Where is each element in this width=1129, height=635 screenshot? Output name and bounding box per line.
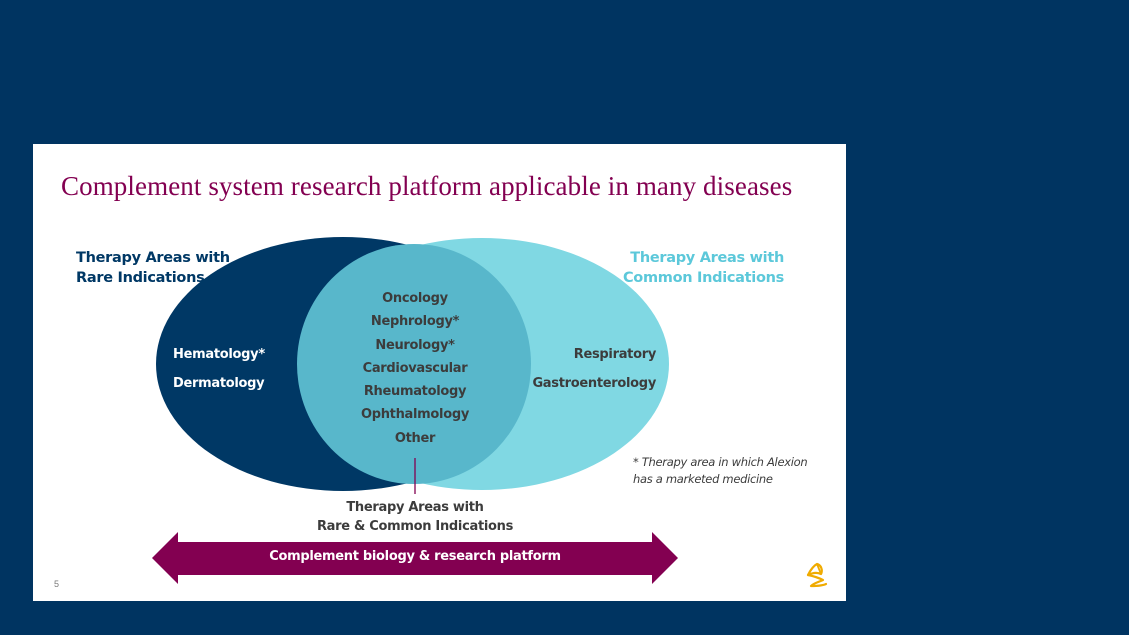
common-indications-heading: Therapy Areas with Common Indications: [623, 248, 784, 288]
venn-diagram: [152, 237, 678, 584]
caption-line: Rare & Common Indications: [316, 519, 514, 534]
shared-indications-caption: Therapy Areas with Rare & Common Indicat…: [315, 498, 515, 536]
therapy-item: Neurology*: [375, 337, 455, 353]
therapy-item: Nephrology*: [370, 314, 460, 330]
shared-therapy-list: Oncology Nephrology* Neurology* Cardiova…: [335, 287, 495, 450]
rare-therapy-list: Hematology* Dermatology: [173, 340, 265, 398]
footnote-line: * Therapy area in which Alexion: [633, 455, 808, 469]
therapy-item: Rheumatology: [363, 384, 467, 400]
therapy-item: Hematology*: [173, 347, 265, 362]
therapy-item: Cardiovascular: [362, 360, 468, 376]
heading-line: Common Indications: [622, 270, 784, 286]
heading-line: Therapy Areas with: [76, 250, 230, 266]
slide: Complement system research platform appl…: [33, 144, 846, 601]
astrazeneca-logo-icon: [806, 562, 828, 588]
platform-arrow: [152, 532, 678, 584]
therapy-item: Respiratory: [573, 347, 657, 362]
overlap-circle: [297, 244, 531, 484]
heading-line: Therapy Areas with: [630, 250, 784, 266]
therapy-item: Gastroenterology: [532, 376, 656, 391]
platform-arrow-label: Complement biology & research platform: [269, 549, 561, 564]
therapy-item: Ophthalmology: [360, 407, 470, 423]
therapy-item: Oncology: [382, 291, 448, 306]
heading-line: Rare Indications: [76, 270, 205, 286]
footnote: * Therapy area in which Alexion has a ma…: [633, 454, 808, 487]
slide-title: Complement system research platform appl…: [61, 171, 793, 201]
slide-number: 5: [54, 579, 60, 589]
footnote-line: has a marketed medicine: [633, 471, 773, 486]
therapy-item: Other: [394, 430, 436, 446]
therapy-item: Dermatology: [173, 376, 265, 391]
rare-indications-heading: Therapy Areas with Rare Indications: [76, 248, 230, 288]
common-therapy-list: Respiratory Gastroenterology: [532, 340, 656, 398]
caption-line: Therapy Areas with: [346, 500, 484, 515]
